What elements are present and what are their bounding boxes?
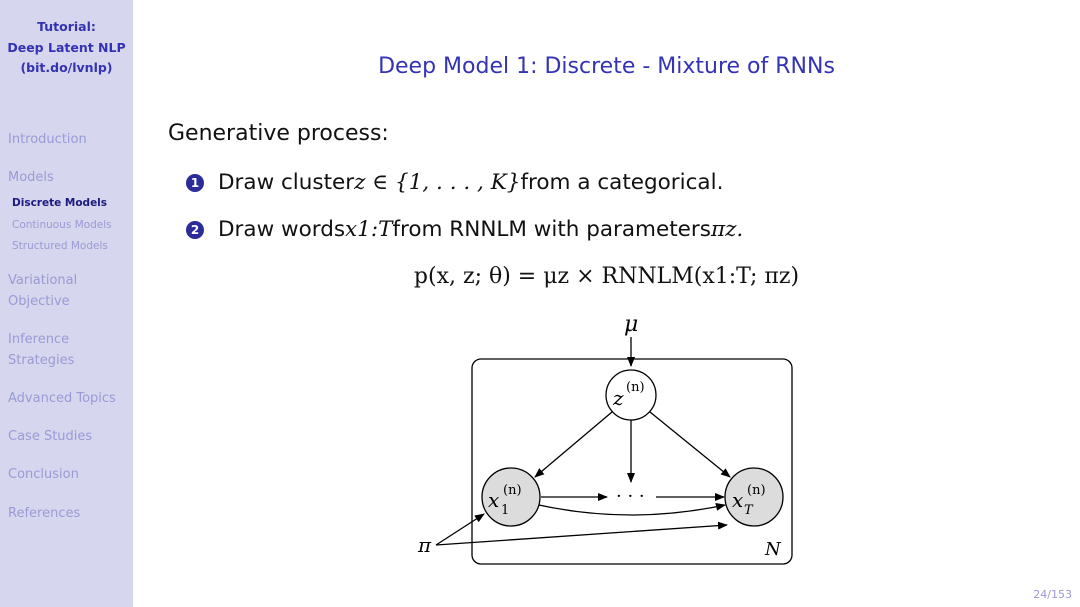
nav-references[interactable]: References bbox=[8, 506, 81, 521]
list-item: 1 Draw cluster z ∈ {1, . . . , K} from a… bbox=[186, 170, 723, 195]
z-superscript: (n) bbox=[626, 380, 645, 395]
number-badge: 2 bbox=[186, 220, 204, 239]
mu-label: μ bbox=[624, 312, 638, 337]
nav-conclusion[interactable]: Conclusion bbox=[8, 467, 79, 482]
nav-objective[interactable]: Objective bbox=[8, 294, 70, 309]
x1-label: x bbox=[488, 488, 499, 512]
page-number: 24/153 bbox=[1033, 588, 1072, 601]
brand-line-1: Tutorial: bbox=[37, 19, 96, 34]
pi-to-x1-arrow bbox=[435, 513, 485, 546]
item-math-2: πz. bbox=[710, 217, 744, 242]
nav-models[interactable]: Models bbox=[8, 170, 54, 185]
nav-inference[interactable]: Inference bbox=[8, 332, 70, 347]
item-math: x1:T bbox=[345, 217, 393, 242]
nav-advanced-topics[interactable]: Advanced Topics bbox=[8, 391, 116, 406]
pi-to-xT-arrow bbox=[435, 521, 728, 546]
item-text-pre: Draw words bbox=[218, 217, 346, 242]
list-item: 2 Draw words x1:T from RNNLM with parame… bbox=[186, 217, 743, 242]
item-text-post: from a categorical. bbox=[520, 170, 724, 195]
equation: p(x, z; θ) = μz × RNNLM(x1:T; πz) bbox=[413, 264, 800, 289]
brand-title[interactable]: Tutorial: Deep Latent NLP (bit.do/lvnlp) bbox=[0, 0, 133, 79]
nav-continuous-models[interactable]: Continuous Models bbox=[12, 219, 112, 231]
slide-title: Deep Model 1: Discrete - Mixture of RNNs bbox=[378, 54, 835, 79]
z-to-xT-arrow bbox=[649, 411, 731, 478]
nav-strategies[interactable]: Strategies bbox=[8, 353, 75, 368]
nav-variational[interactable]: Variational bbox=[8, 273, 78, 288]
x1-to-xT-curve bbox=[538, 502, 726, 516]
sidebar: Tutorial: Deep Latent NLP (bit.do/lvnlp)… bbox=[0, 0, 133, 607]
x1-node bbox=[481, 467, 541, 527]
dots-label: · · · bbox=[616, 486, 645, 507]
nav-case-studies[interactable]: Case Studies bbox=[8, 429, 93, 444]
number-badge: 1 bbox=[186, 173, 204, 192]
lead-text: Generative process: bbox=[168, 121, 389, 146]
z-to-x1-arrow bbox=[534, 411, 613, 478]
z-label: z bbox=[612, 386, 624, 410]
item-text-pre: Draw cluster bbox=[218, 170, 355, 195]
x1-subscript: 1 bbox=[501, 503, 509, 518]
xT-subscript: T bbox=[744, 503, 754, 518]
brand-line-2: Deep Latent NLP bbox=[7, 39, 126, 55]
plate-label: N bbox=[764, 539, 782, 560]
x1-superscript: (n) bbox=[503, 483, 522, 498]
brand-line-3: (bit.do/lvnlp) bbox=[20, 60, 113, 75]
item-math: z ∈ {1, . . . , K} bbox=[354, 170, 521, 195]
xT-superscript: (n) bbox=[747, 483, 766, 498]
nav-discrete-models[interactable]: Discrete Models bbox=[12, 197, 108, 209]
pi-label: π bbox=[417, 533, 432, 557]
nav-introduction[interactable]: Introduction bbox=[8, 132, 87, 147]
item-text-post: from RNNLM with parameters bbox=[392, 217, 711, 242]
xT-node bbox=[724, 467, 784, 527]
xT-label: x bbox=[732, 488, 743, 512]
nav-structured-models[interactable]: Structured Models bbox=[12, 240, 108, 252]
